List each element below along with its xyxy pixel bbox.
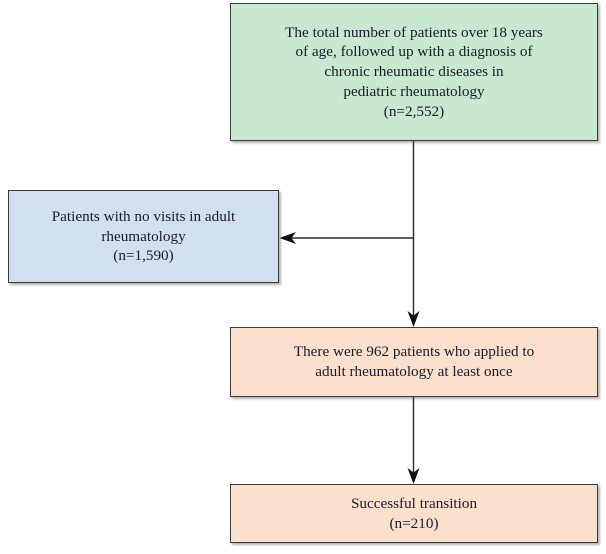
edge-cohort-to-no-visits-arrowhead <box>279 232 296 244</box>
node-total-cohort-label: The total number of patients over 18 yea… <box>285 23 543 120</box>
node-no-adult-visits: Patients with no visits in adult rheumat… <box>8 190 279 283</box>
edge-applied-to-successful-arrowhead <box>407 468 420 484</box>
node-successful-transition-label: Successful transition (n=210) <box>350 494 478 532</box>
edge-cohort-to-applied-arrowhead <box>407 311 420 327</box>
node-successful-transition: Successful transition (n=210) <box>230 484 598 543</box>
node-applied-to-adult-label: There were 962 patients who applied to a… <box>293 343 535 380</box>
node-total-cohort: The total number of patients over 18 yea… <box>230 3 598 141</box>
node-applied-to-adult: There were 962 patients who applied to a… <box>230 327 598 397</box>
node-no-adult-visits-label: Patients with no visits in adult rheumat… <box>51 207 236 265</box>
